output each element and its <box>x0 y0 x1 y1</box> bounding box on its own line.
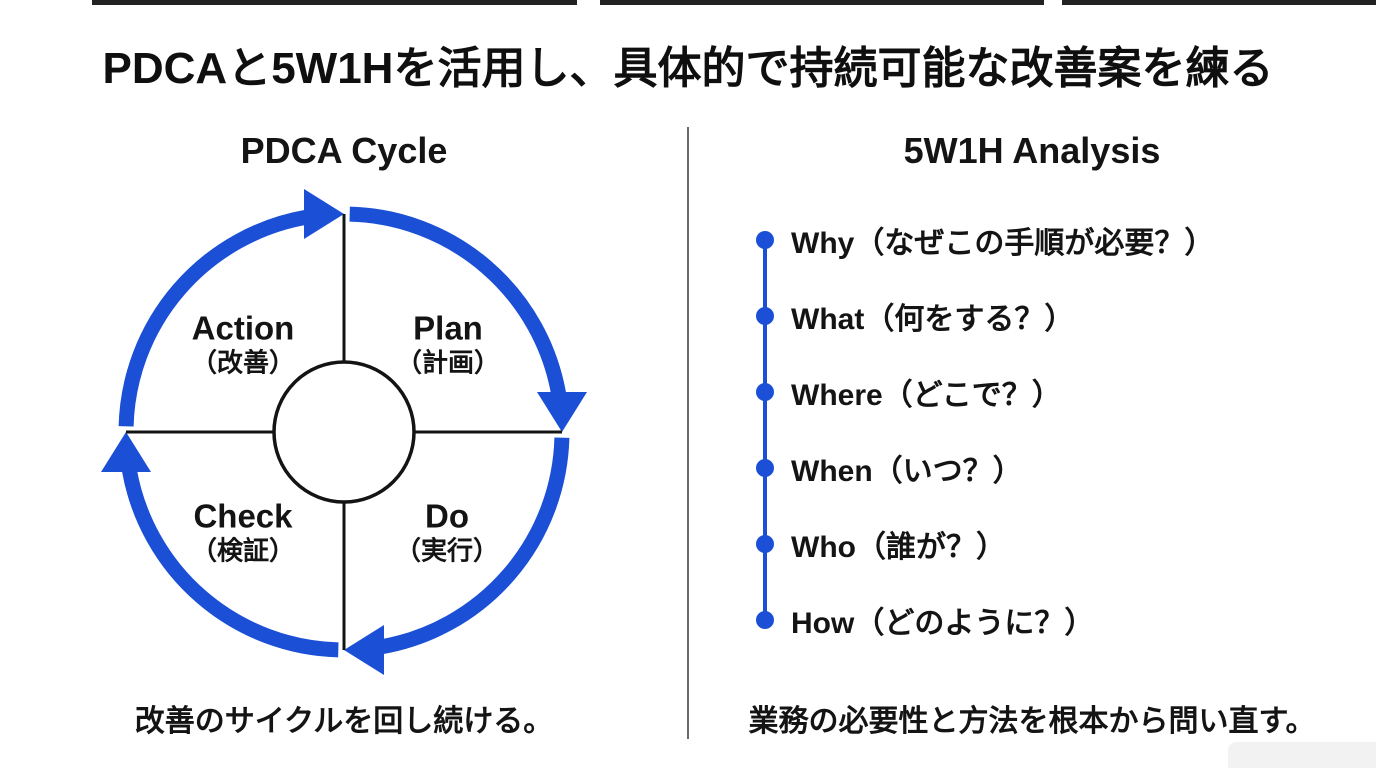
quadrant-sublabel: （改善） <box>190 347 296 378</box>
cropped-edge-artifact <box>600 0 1044 5</box>
pdca-arc-nw <box>118 209 308 427</box>
slide-title: PDCAと5W1Hを活用し、具体的で持続可能な改善案を練る <box>102 44 1274 93</box>
arrowhead-bottom-icon <box>344 625 384 675</box>
bullet-dot-icon <box>756 611 774 629</box>
list-item-label: Why（なぜこの手順が必要？） <box>791 227 1215 260</box>
pdca-arc-sw <box>121 468 339 658</box>
pdca-center-circle <box>272 360 416 504</box>
watermark-remnant <box>1228 742 1376 768</box>
list-item-label: What（何をする？） <box>791 303 1075 336</box>
cropped-edge-artifact <box>92 0 577 5</box>
pdca-caption: 改善のサイクルを回し続ける。 <box>134 705 554 738</box>
quadrant-check: Check （検証） <box>190 497 296 566</box>
bullet-dot-icon <box>756 307 774 325</box>
quadrant-sublabel: （実行） <box>394 535 500 566</box>
quadrant-action: Action （改善） <box>190 309 296 378</box>
cropped-edge-artifact <box>1062 0 1376 5</box>
quadrant-label: Check <box>193 497 293 535</box>
pdca-cycle-diagram <box>101 189 587 675</box>
bullet-dot-icon <box>756 231 774 249</box>
quadrant-label: Action <box>191 309 295 347</box>
quadrant-sublabel: （計画） <box>395 347 501 378</box>
arrowhead-left-icon <box>101 432 151 472</box>
pdca-arc-se <box>380 437 570 655</box>
list-item-label: When（いつ？） <box>791 455 1023 488</box>
pdca-heading: PDCA Cycle <box>240 130 448 171</box>
arrowhead-top-icon <box>304 189 344 239</box>
quadrant-do: Do （実行） <box>394 497 500 566</box>
quadrant-sublabel: （検証） <box>190 535 296 566</box>
bullet-dot-icon <box>756 535 774 553</box>
analysis-heading: 5W1H Analysis <box>903 130 1161 171</box>
list-item-label: Where（どこで？） <box>791 379 1062 412</box>
arrowhead-right-icon <box>537 392 587 432</box>
panel-divider <box>687 127 689 739</box>
quadrant-plan: Plan （計画） <box>395 309 501 378</box>
quadrant-label: Do <box>424 497 469 535</box>
list-item-label: How（どのように？） <box>791 607 1095 640</box>
quadrant-label: Plan <box>413 309 483 347</box>
list-item-label: Who（誰が？） <box>791 531 1006 564</box>
bullet-dot-icon <box>756 383 774 401</box>
bullet-dot-icon <box>756 459 774 477</box>
bullet-connector-line <box>763 240 767 620</box>
analysis-caption: 業務の必要性と方法を根本から問い直す。 <box>748 705 1316 738</box>
pdca-arc-ne <box>349 206 567 396</box>
